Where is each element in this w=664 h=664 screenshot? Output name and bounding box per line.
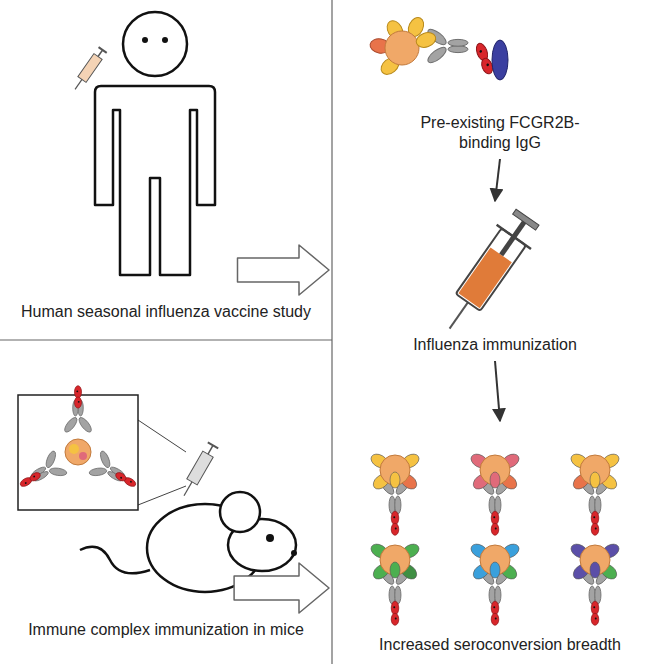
immune-complex bbox=[569, 541, 622, 625]
node-label: Human seasonal influenza vaccine study bbox=[17, 300, 315, 324]
immune-complex bbox=[469, 541, 522, 625]
node-label: Increased seroconversion breadth bbox=[375, 633, 625, 657]
hollow-arrow bbox=[238, 245, 330, 295]
label-box: Pre-existing FCGR2B-binding IgG bbox=[360, 5, 640, 155]
label-box: Influenza immunization bbox=[395, 205, 595, 357]
label-box: Human seasonal influenza vaccine study bbox=[4, 294, 328, 324]
immune-complex bbox=[569, 451, 622, 535]
flow-arrow bbox=[495, 159, 500, 201]
label-box: Immune complex immunization in mice bbox=[4, 612, 328, 642]
immune-complex bbox=[469, 451, 522, 535]
hollow-arrow bbox=[234, 563, 329, 613]
immune-complex bbox=[369, 541, 422, 625]
flow-arrow bbox=[495, 361, 500, 421]
node-label: Pre-existing FCGR2B-binding IgG bbox=[409, 111, 592, 155]
label-box: Increased seroconversion breadth bbox=[340, 425, 660, 657]
immune-complex bbox=[369, 451, 422, 535]
node-label: Immune complex immunization in mice bbox=[24, 618, 308, 642]
node-label: Influenza immunization bbox=[409, 333, 581, 357]
